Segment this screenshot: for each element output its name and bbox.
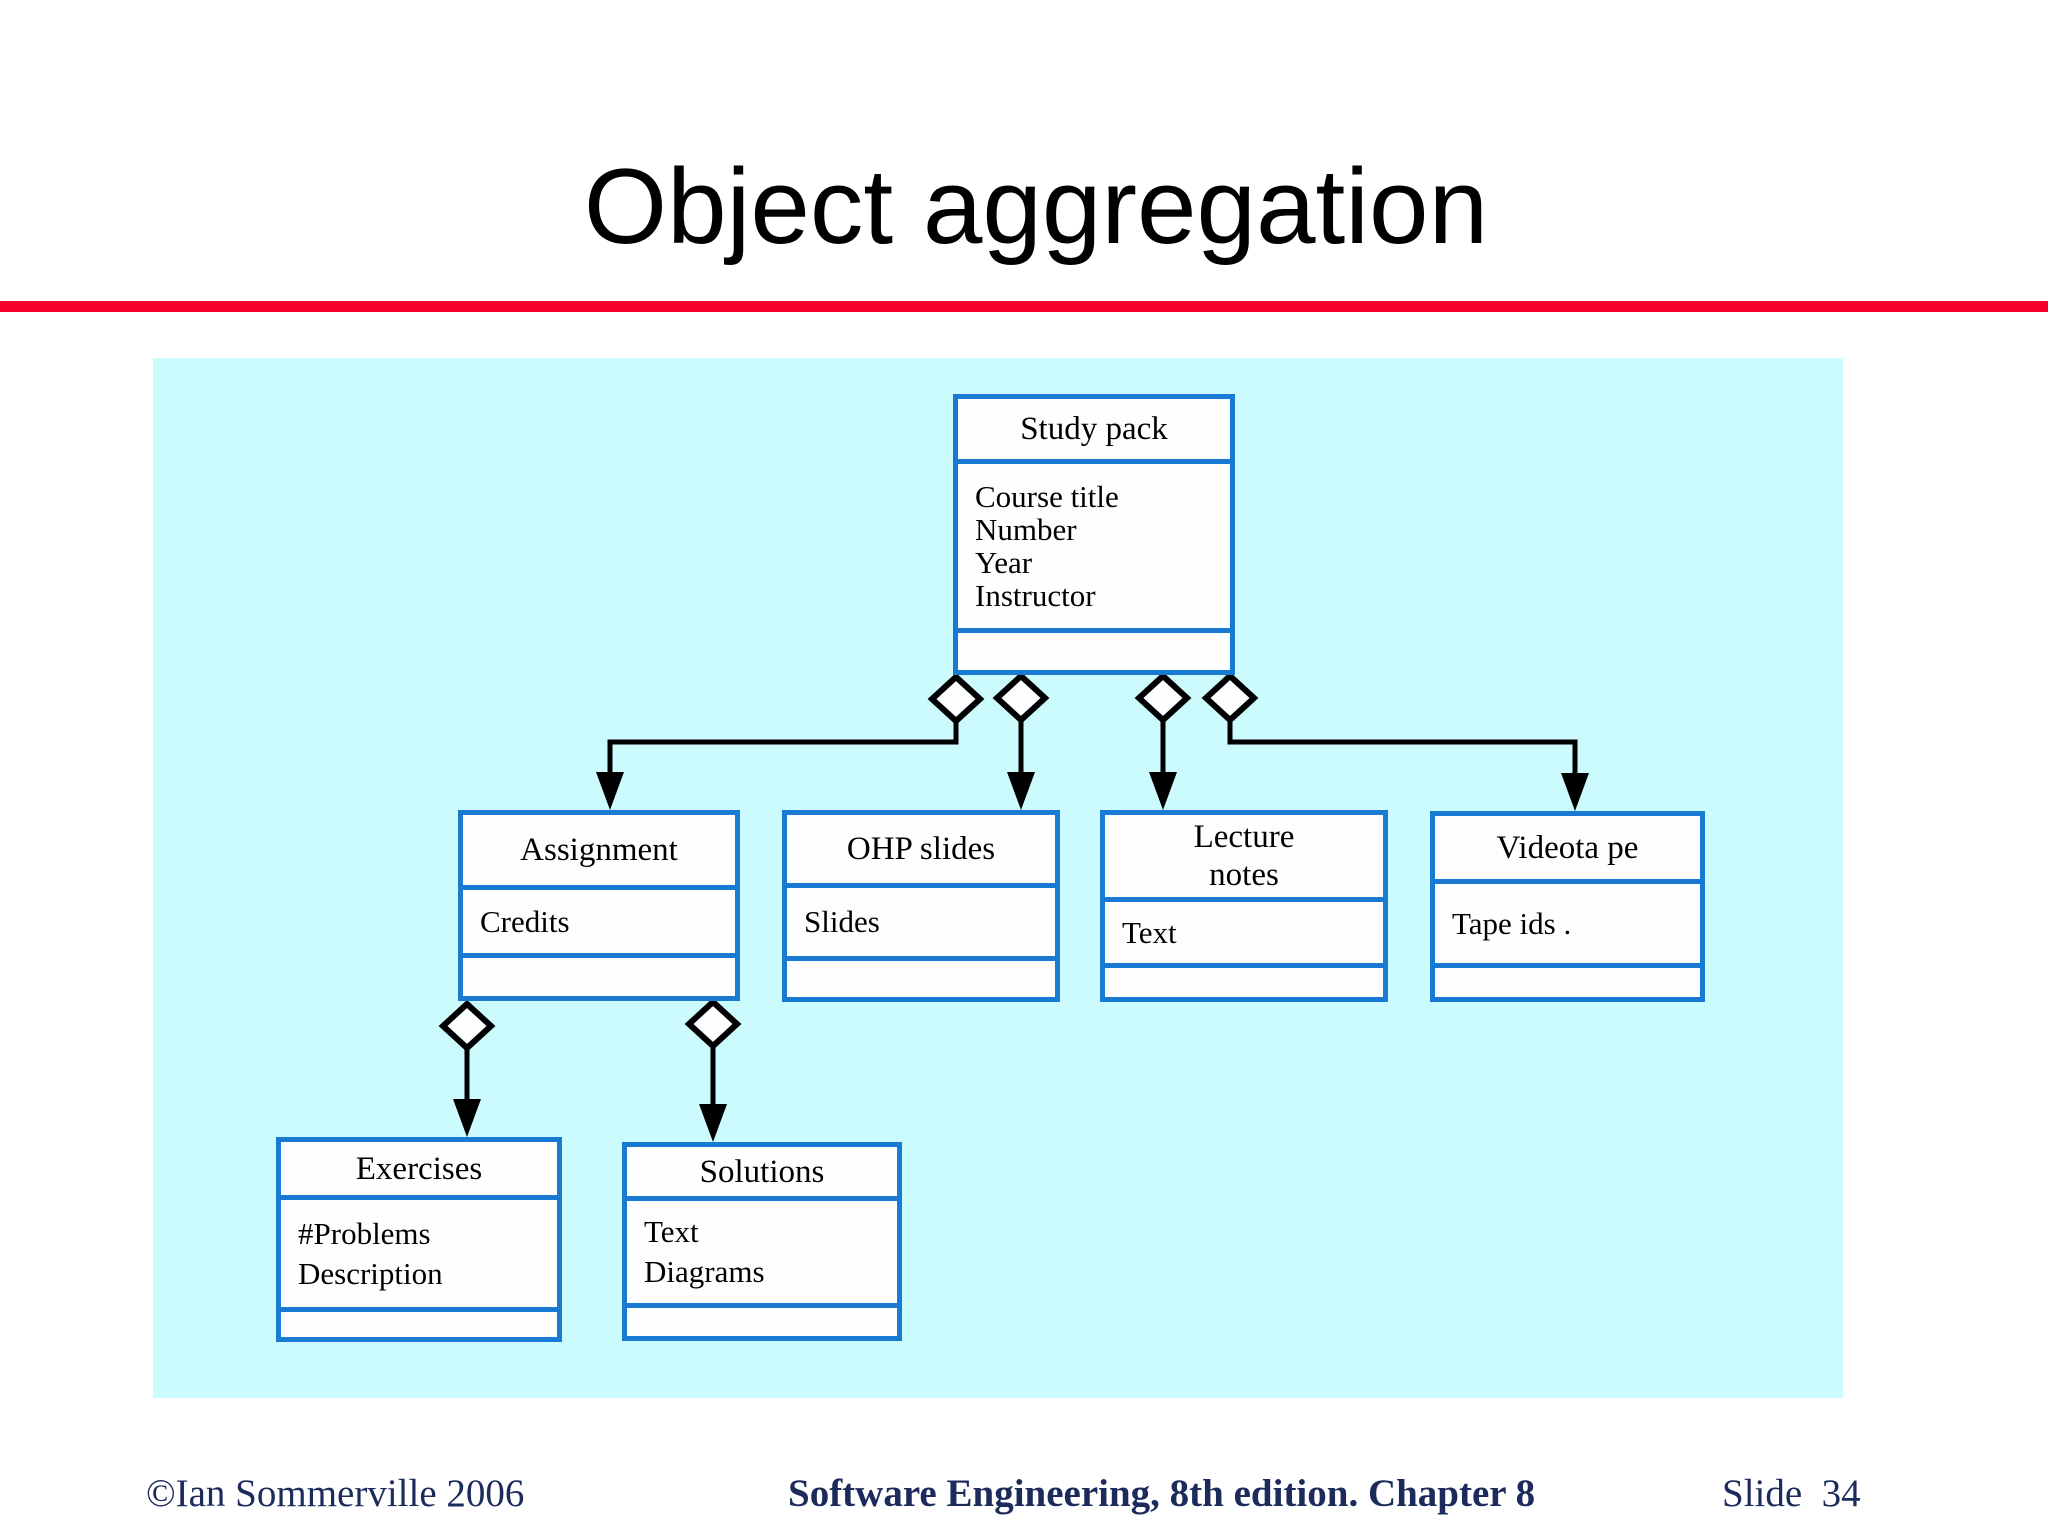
class-operations-compartment	[787, 956, 1055, 997]
class-operations-compartment	[627, 1303, 897, 1336]
class-name: Solutions	[699, 1153, 825, 1190]
class-attributes: Slides	[787, 883, 1055, 956]
class-attributes: Course title Number Year Instructor	[958, 459, 1230, 628]
class-attribute: Tape ids .	[1452, 905, 1572, 941]
slide-footer: ©Ian Sommerville 2006 Software Engineeri…	[0, 1472, 2048, 1520]
slide-title: Object aggregation	[583, 146, 1489, 266]
class-box-assignment: Assignment Credits	[458, 810, 740, 1001]
class-attributes: #Problems Description	[281, 1195, 557, 1307]
class-attribute: Diagrams	[644, 1254, 765, 1289]
class-operations-compartment	[1105, 963, 1383, 997]
title-red-rule	[0, 301, 2048, 312]
class-name: Videota pe	[1496, 829, 1639, 866]
class-attribute: Course title	[975, 479, 1119, 514]
class-attributes: Text Diagrams	[627, 1196, 897, 1303]
class-name: OHP slides	[846, 831, 996, 867]
class-attribute: #Problems	[298, 1215, 431, 1251]
class-box-study-pack: Study pack Course title Number Year Inst…	[953, 394, 1235, 675]
class-attribute: Description	[298, 1255, 443, 1291]
class-attribute: Instructor	[975, 578, 1096, 613]
footer-book-title: Software Engineering, 8th edition. Chapt…	[788, 1472, 1536, 1515]
class-box-lecture-notes: Lecture notes Text	[1100, 810, 1388, 1002]
class-name: Assignment	[520, 832, 678, 868]
class-box-videotape: Videota pe Tape ids .	[1430, 811, 1705, 1002]
class-attribute: Text	[1122, 914, 1177, 950]
class-name: Study pack	[1020, 411, 1168, 447]
class-attributes: Credits	[463, 885, 735, 953]
class-name: Exercises	[355, 1150, 483, 1187]
class-attribute: Slides	[804, 904, 880, 939]
class-box-solutions: Solutions Text Diagrams	[622, 1142, 902, 1341]
class-attribute: Number	[975, 512, 1077, 547]
class-operations-compartment	[1435, 963, 1700, 997]
class-attribute: Year	[975, 545, 1033, 580]
class-attributes: Text	[1105, 897, 1383, 963]
class-operations-compartment	[281, 1307, 557, 1337]
class-attribute: Credits	[480, 903, 570, 939]
class-name: Lecture notes	[1193, 819, 1295, 893]
class-attribute: Text	[644, 1214, 699, 1249]
class-operations-compartment	[958, 628, 1230, 670]
class-box-exercises: Exercises #Problems Description	[276, 1137, 562, 1342]
class-box-ohp-slides: OHP slides Slides	[782, 810, 1060, 1002]
class-operations-compartment	[463, 953, 735, 996]
footer-slide-number: Slide 34	[1722, 1472, 1861, 1515]
class-attributes: Tape ids .	[1435, 879, 1700, 963]
footer-copyright: ©Ian Sommerville 2006	[146, 1472, 525, 1515]
